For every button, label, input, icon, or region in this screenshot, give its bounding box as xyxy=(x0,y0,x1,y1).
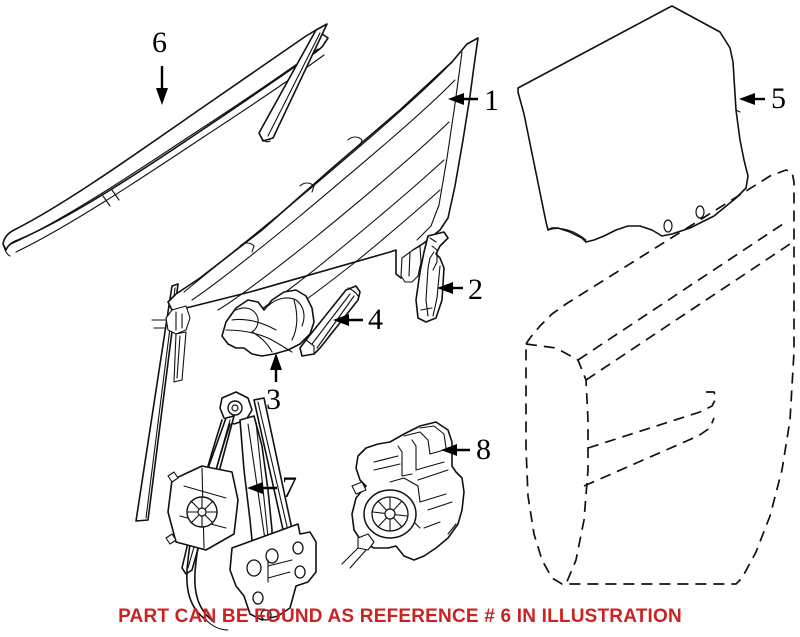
callout-number-5: 5 xyxy=(771,82,786,115)
callout-number-3: 3 xyxy=(266,383,281,416)
callout-arrow-5 xyxy=(739,93,765,105)
callout-number-4: 4 xyxy=(368,303,383,336)
callout-number-8: 8 xyxy=(476,433,491,466)
part-2-window-guide-bracket xyxy=(415,231,449,323)
callout-number-7: 7 xyxy=(282,471,297,504)
glass-mounting-hole xyxy=(695,205,705,219)
part-4-window-run-channel xyxy=(299,285,361,357)
part-8-regulator-motor xyxy=(341,421,465,569)
callout-number-1: 1 xyxy=(484,84,499,117)
callout-arrow-8 xyxy=(441,444,470,456)
part-6-window-belt-molding xyxy=(2,29,329,257)
window-division-bar xyxy=(258,23,328,143)
callout-arrow-1 xyxy=(448,93,478,105)
callout-number-6: 6 xyxy=(152,26,167,59)
part-5-window-glass xyxy=(517,5,749,243)
callout-number-2: 2 xyxy=(468,273,483,306)
part-7-window-regulator xyxy=(165,391,317,631)
part-3-channel-seat-bracket xyxy=(221,289,315,357)
callout-arrow-3 xyxy=(270,353,282,382)
phantom-door-trim-panel xyxy=(525,169,795,585)
reference-note: PART CAN BE FOUND AS REFERENCE # 6 IN IL… xyxy=(118,606,682,627)
callout-arrow-2 xyxy=(437,282,463,294)
callout-arrow-7 xyxy=(247,482,277,494)
glass-mounting-hole xyxy=(663,219,673,233)
callout-arrow-4 xyxy=(333,314,363,326)
callout-arrow-6 xyxy=(156,66,168,105)
